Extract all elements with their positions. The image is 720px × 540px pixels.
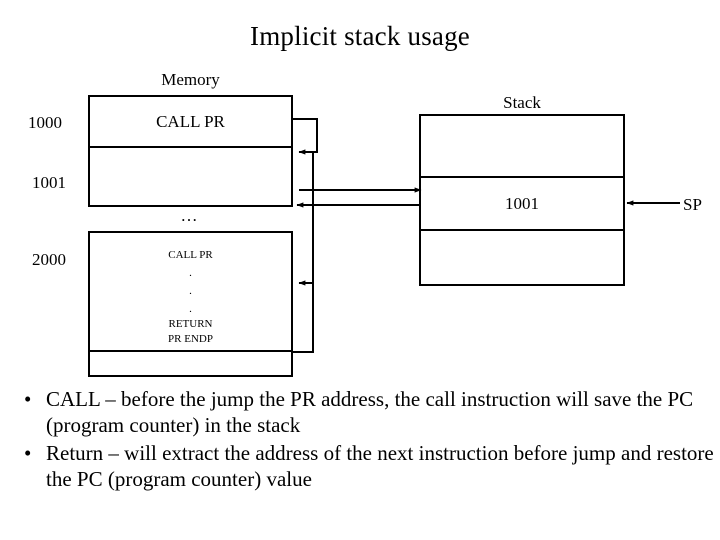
- memory-proc-dot-1: .: [189, 267, 192, 279]
- memory-ellipsis: …: [180, 206, 200, 225]
- stack-pointer-label: SP: [683, 195, 702, 214]
- memory-cell-call-pr: CALL PR: [156, 112, 225, 131]
- bullet-item-call: • CALL – before the jump the PR address,…: [14, 386, 714, 438]
- call-return-address-path: [293, 118, 318, 155]
- bullet-list: • CALL – before the jump the PR address,…: [14, 386, 714, 494]
- bullet-text-return: Return – will extract the address of the…: [46, 441, 714, 491]
- memory-lower-block: [88, 231, 293, 377]
- stack-row-divider-top: [421, 176, 623, 178]
- memory-address-1001: 1001: [32, 173, 66, 192]
- bullet-item-return: • Return – will extract the address of t…: [14, 440, 714, 492]
- memory-proc-dot-3: .: [189, 303, 192, 315]
- memory-proc-dot-2: .: [189, 285, 192, 297]
- bullet-marker-icon: •: [24, 441, 32, 465]
- page-title: Implicit stack usage: [250, 21, 470, 51]
- stack-block: [419, 114, 625, 286]
- stack-row-divider-bottom: [421, 229, 623, 231]
- call-jump-to-procedure-path: [298, 152, 314, 286]
- memory-caption: Memory: [161, 70, 220, 89]
- memory-proc-call-pr: CALL PR: [168, 249, 213, 261]
- bullet-text-call: CALL – before the jump the PR address, t…: [46, 387, 694, 437]
- bullet-marker-icon: •: [24, 387, 32, 411]
- memory-address-1000: 1000: [28, 113, 62, 132]
- memory-upper-block: [88, 95, 293, 207]
- memory-proc-return: RETURN: [168, 318, 213, 330]
- stack-cell-1: 1001: [505, 194, 539, 213]
- memory-address-2000: 2000: [32, 250, 66, 269]
- return-from-procedure-path: [293, 190, 314, 353]
- memory-upper-row-divider: [90, 146, 291, 148]
- stack-caption: Stack: [503, 93, 541, 112]
- memory-proc-pr-endp: PR ENDP: [168, 333, 213, 345]
- memory-lower-row-divider: [90, 350, 291, 352]
